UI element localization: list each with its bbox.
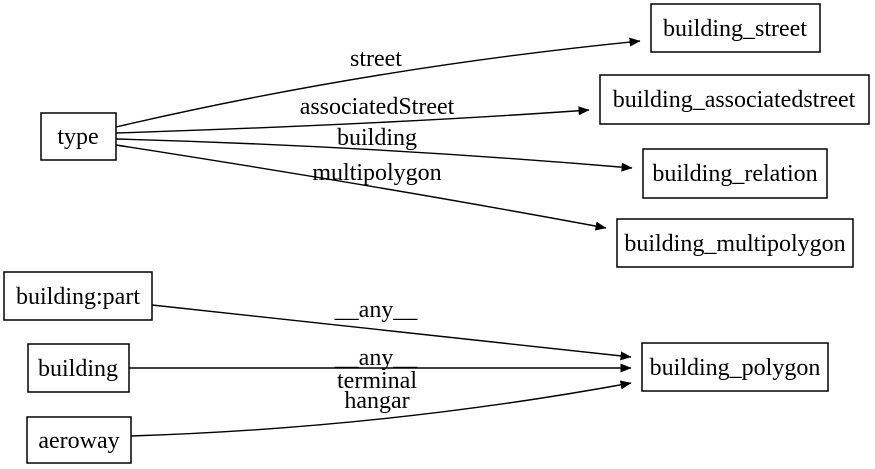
nodes: type building_street building_associated… — [3, 3, 870, 464]
node-building_multipolygon-box — [616, 218, 854, 268]
node-building_multipolygon: building_multipolygon — [616, 218, 854, 268]
edge-label-street: street — [350, 46, 402, 72]
edge-label-terminal: terminal — [337, 368, 417, 394]
node-building_polygon-label: building_polygon — [650, 355, 821, 381]
node-aeroway: aeroway — [26, 416, 132, 464]
node-building-part-box — [3, 271, 153, 321]
node-building_polygon: building_polygon — [641, 342, 829, 392]
node-building_multipolygon-label: building_multipolygon — [624, 231, 845, 257]
node-type: type — [40, 112, 117, 161]
edge-label-multipolygon: multipolygon — [312, 160, 441, 186]
node-building_polygon-box — [641, 342, 829, 392]
edge-label-any-1: __any__ — [334, 297, 419, 323]
edge-type-building_street — [115, 37, 641, 128]
node-building-label: building — [38, 356, 118, 382]
node-building_relation-box — [642, 148, 828, 199]
edge-label-any-2: __any__ — [334, 345, 419, 371]
edge-label-associatedstreet: associatedStreet — [300, 94, 455, 120]
node-aeroway-label: aeroway — [38, 428, 119, 454]
edge-label-hangar: hangar — [344, 388, 409, 414]
edge-labels: street associatedStreet building multipo… — [300, 46, 455, 414]
edge-type-building_relation — [115, 138, 633, 172]
edges — [115, 37, 641, 437]
node-building_associatedstreet-label: building_associatedstreet — [613, 87, 856, 113]
node-building_street: building_street — [650, 3, 821, 53]
edge-type-building_multipolygon — [115, 144, 607, 231]
node-building_associatedstreet: building_associatedstreet — [599, 74, 870, 125]
node-building-part-label: building:part — [16, 284, 140, 310]
edge-label-building: building — [337, 125, 417, 151]
node-building_relation: building_relation — [642, 148, 828, 199]
node-type-box — [40, 112, 117, 161]
node-building-box — [27, 343, 130, 393]
node-building_street-box — [650, 3, 821, 53]
node-building-part: building:part — [3, 271, 153, 321]
edge-buildingpart-building_polygon — [151, 304, 632, 361]
edge-aeroway-building_polygon — [130, 380, 632, 437]
node-building_relation-label: building_relation — [652, 161, 817, 187]
node-building: building — [27, 343, 130, 393]
node-building_associatedstreet-box — [599, 74, 870, 125]
node-type-label: type — [57, 124, 98, 150]
edge-type-building_associatedstreet — [115, 106, 590, 134]
node-building_street-label: building_street — [663, 16, 807, 42]
node-aeroway-box — [26, 416, 132, 464]
